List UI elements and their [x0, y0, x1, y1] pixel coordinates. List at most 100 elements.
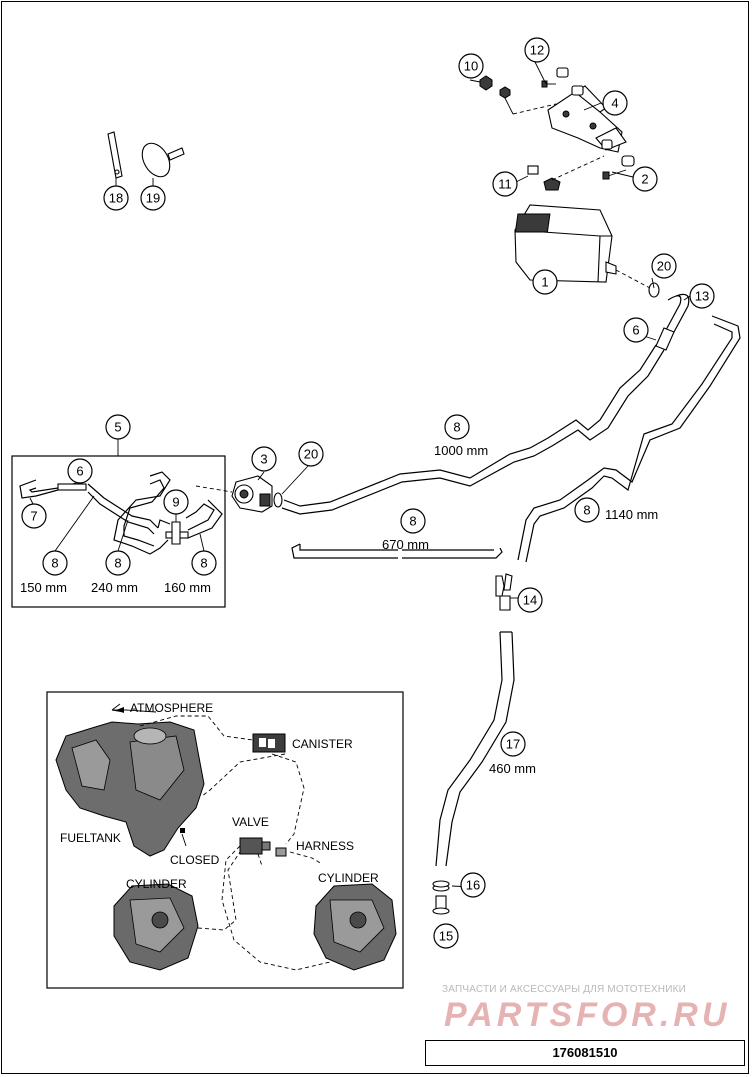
length-150: 150 mm	[20, 580, 67, 595]
callout-10: 10	[458, 53, 484, 79]
svg-text:1: 1	[541, 275, 548, 290]
svg-text:8: 8	[114, 556, 121, 571]
label-valve: VALVE	[232, 815, 269, 829]
svg-text:16: 16	[466, 878, 480, 893]
length-240: 240 mm	[91, 580, 138, 595]
hose-1000mm-a	[283, 344, 657, 507]
label-closed: CLOSED	[170, 853, 220, 867]
hose-13-b	[673, 293, 690, 333]
canister-connector-dash	[615, 269, 651, 289]
svg-text:8: 8	[51, 556, 58, 571]
bolts	[479, 75, 627, 191]
callout-9: 9	[163, 489, 189, 515]
callout-20-valve: 20	[298, 441, 324, 467]
schematic-valve	[239, 837, 287, 857]
callout-4: 4	[602, 90, 628, 116]
schematic-cylinder-right	[313, 883, 397, 971]
svg-text:11: 11	[498, 177, 512, 192]
watermark-logo: PARTSFOR.RU	[444, 996, 731, 1034]
callout-1: 1	[532, 269, 558, 295]
svg-text:5: 5	[114, 420, 121, 435]
svg-text:9: 9	[172, 495, 179, 510]
callout-19: 19	[140, 185, 166, 211]
charcoal-canister	[514, 204, 617, 283]
svg-text:2: 2	[641, 172, 648, 187]
length-1000: 1000 mm	[434, 443, 488, 458]
callout-6-inset: 6	[67, 458, 93, 484]
svg-text:18: 18	[109, 191, 123, 206]
callout-6-upper: 6	[623, 317, 649, 343]
schematic-cylinder-left	[113, 883, 199, 971]
length-1140: 1140 mm	[605, 507, 658, 522]
tank-fitting	[432, 895, 450, 915]
tie-wrap	[107, 131, 123, 179]
hose-connector-6	[655, 327, 675, 351]
svg-text:10: 10	[464, 59, 478, 74]
bracket-dash-lines	[512, 103, 605, 181]
label-atmosphere: ATMOSPHERE	[130, 701, 213, 715]
callout-11: 11	[492, 171, 518, 197]
length-670: 670 mm	[382, 537, 429, 552]
callout-5: 5	[105, 414, 131, 440]
callout-18: 18	[103, 185, 129, 211]
label-fueltank: FUELTANK	[60, 831, 121, 845]
watermark-tagline: ЗАПЧАСТИ И АКСЕССУАРЫ ДЛЯ МОТОТЕХНИКИ	[442, 984, 687, 995]
y-connector	[495, 573, 513, 611]
hose-1140mm-a	[517, 315, 741, 561]
svg-text:14: 14	[523, 593, 537, 608]
svg-text:12: 12	[530, 43, 544, 58]
hose-13-a	[665, 295, 682, 331]
purge-valve	[231, 475, 273, 513]
svg-text:19: 19	[146, 191, 160, 206]
svg-text:8: 8	[453, 420, 460, 435]
hose-1140mm-b	[525, 323, 733, 563]
hose-460mm-a	[435, 631, 503, 867]
callout-8-1000: 8	[444, 414, 470, 440]
callout-8-670: 8	[400, 508, 426, 534]
svg-text:8: 8	[583, 503, 590, 518]
diagram-part-number: 176081510	[425, 1040, 745, 1066]
schematic-canister	[252, 733, 286, 753]
valve-dash	[195, 485, 233, 493]
svg-text:17: 17	[506, 737, 520, 752]
svg-text:3: 3	[260, 452, 267, 467]
inset-box	[11, 455, 226, 608]
cable-tie	[141, 142, 185, 178]
hose-460mm-b	[445, 631, 515, 867]
hose-clamp-lower	[432, 880, 450, 892]
callout-13: 13	[689, 283, 715, 309]
svg-text:4: 4	[611, 96, 618, 111]
callout-2: 2	[632, 166, 658, 192]
svg-text:6: 6	[632, 323, 639, 338]
schematic-box	[46, 691, 404, 989]
leader-lines	[29, 61, 691, 888]
svg-text:6: 6	[76, 464, 83, 479]
callout-8-150: 8	[42, 550, 68, 576]
svg-text:8: 8	[200, 556, 207, 571]
hose-670mm	[291, 543, 503, 559]
schematic-lines	[111, 703, 331, 971]
callout-17: 17	[500, 731, 526, 757]
svg-text:15: 15	[439, 929, 453, 944]
callout-15: 15	[433, 923, 459, 949]
schematic-fuel-tank	[55, 721, 205, 857]
svg-text:13: 13	[695, 289, 709, 304]
callout-16: 16	[460, 872, 486, 898]
callout-7: 7	[21, 503, 47, 529]
label-cylinder-right: CYLINDER	[318, 871, 379, 885]
svg-text:7: 7	[30, 509, 37, 524]
inset-hoses	[19, 471, 223, 555]
callout-12: 12	[524, 37, 550, 63]
label-canister: CANISTER	[292, 737, 353, 751]
callout-8-160: 8	[191, 550, 217, 576]
callout-20-upper: 20	[651, 253, 677, 279]
callout-8-240: 8	[105, 550, 131, 576]
svg-text:20: 20	[304, 447, 318, 462]
svg-text:8: 8	[409, 514, 416, 529]
hose-clamp-valve	[273, 492, 283, 508]
svg-text:20: 20	[657, 259, 671, 274]
rubber-grommets	[556, 67, 635, 167]
hose-clamp-upper	[648, 282, 660, 298]
